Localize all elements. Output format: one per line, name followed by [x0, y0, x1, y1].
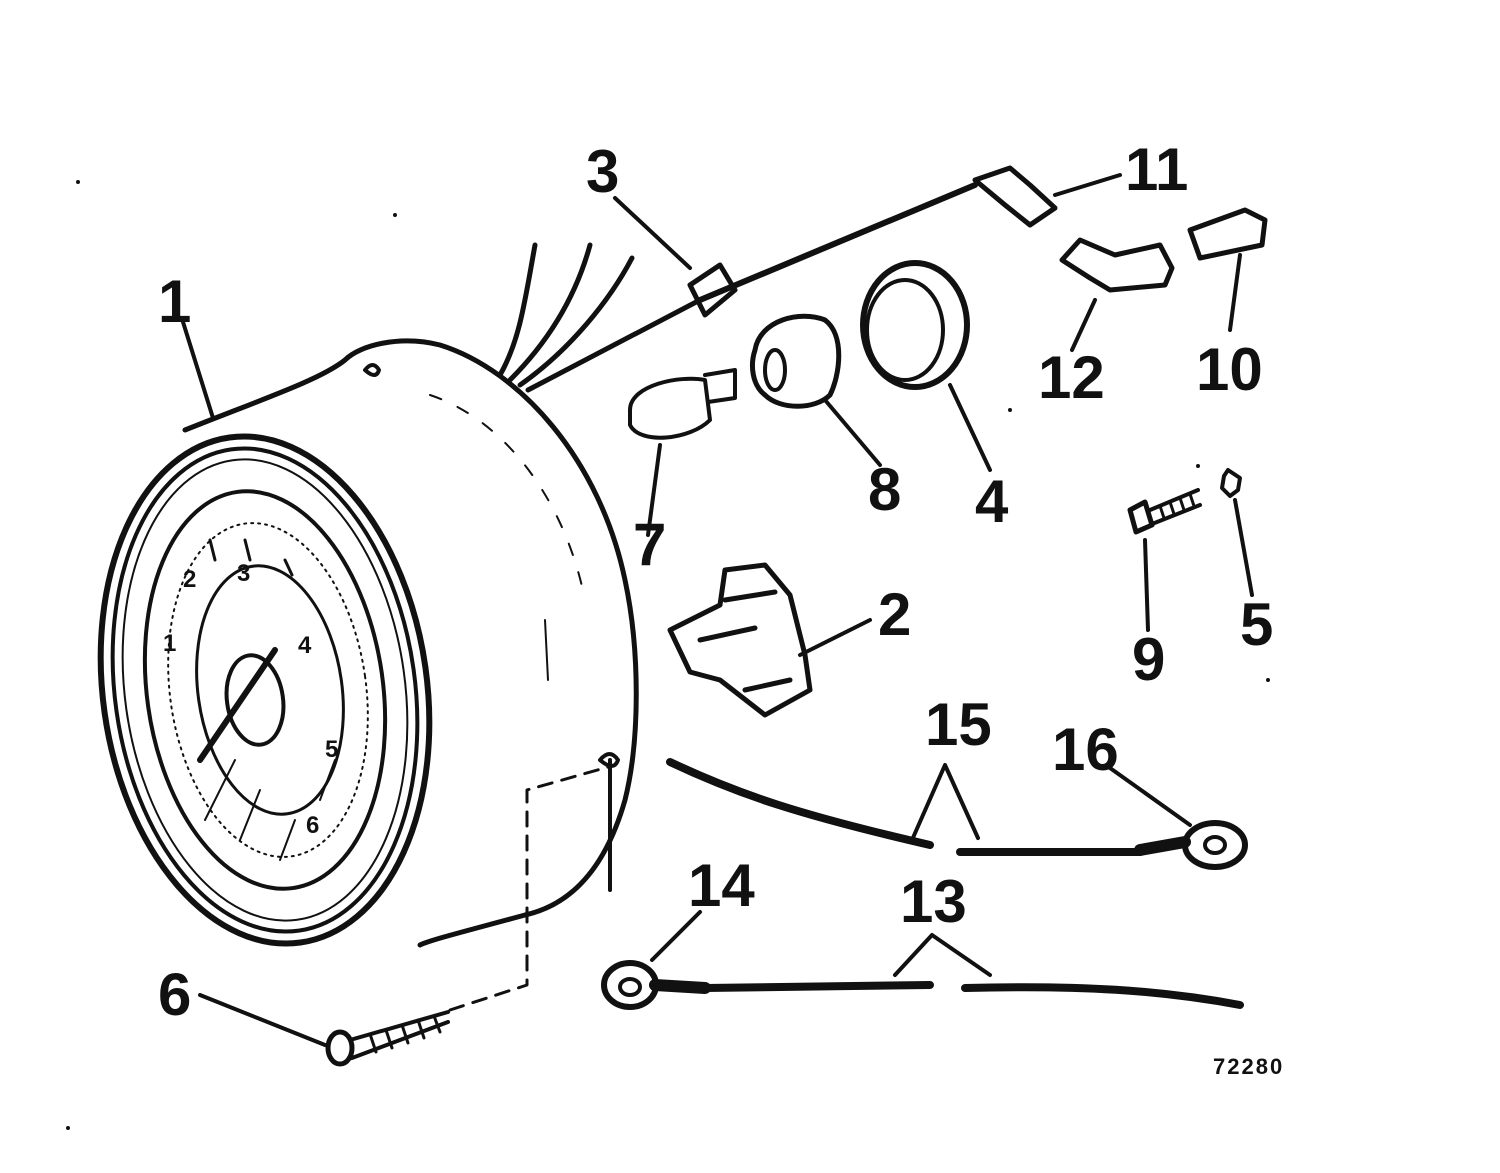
- callout-7: 7: [633, 511, 667, 578]
- leader-4: [948, 383, 992, 472]
- wire-bundle: [497, 242, 703, 393]
- leader-15: [910, 763, 980, 842]
- callout-1: 1: [158, 268, 192, 335]
- leader-11: [1053, 173, 1122, 197]
- mounting-screw: [325, 1010, 450, 1067]
- callout-2: 2: [878, 581, 912, 648]
- dial-numeral: 2: [183, 566, 197, 593]
- mounting-bracket: [667, 562, 813, 718]
- leader-3: [613, 196, 692, 270]
- lamp-bulb: [628, 368, 737, 440]
- gauge-housing: [97, 338, 639, 948]
- leader-lines: [181, 173, 1254, 1047]
- leader-12: [1070, 298, 1097, 352]
- screw: [1127, 488, 1202, 535]
- terminal-clip: [1059, 237, 1175, 293]
- leader-5: [1233, 498, 1254, 597]
- dial-numeral: 1: [163, 630, 177, 657]
- lock-washer: [1220, 468, 1242, 498]
- scan-specks: [66, 180, 1270, 1130]
- callout-13: 13: [900, 868, 967, 935]
- callout-10: 10: [1196, 336, 1263, 403]
- ground-wire-upper: [666, 758, 1248, 870]
- callout-3: 3: [586, 138, 620, 205]
- dial-numeral: 4: [298, 632, 312, 659]
- callout-6: 6: [158, 961, 192, 1028]
- installation-dashed-line: [448, 763, 617, 1012]
- callout-9: 9: [1132, 626, 1166, 693]
- callout-8: 8: [868, 456, 902, 523]
- dial-numeral: 3: [237, 560, 251, 587]
- callout-11: 11: [1125, 136, 1189, 203]
- leader-16: [1108, 766, 1192, 827]
- lens-cap: [860, 260, 970, 390]
- ring-terminal: [1187, 207, 1268, 261]
- leader-8: [823, 398, 882, 467]
- leader-6: [198, 993, 327, 1047]
- reference-number: 72280: [1213, 1054, 1285, 1079]
- leader-10: [1228, 253, 1242, 332]
- leader-7: [646, 443, 662, 537]
- leader-2: [798, 618, 872, 657]
- dial-numeral: 5: [325, 736, 339, 763]
- leader-14: [650, 910, 702, 962]
- lamp-socket: [750, 313, 842, 409]
- ground-wire-lower: [601, 960, 1244, 1010]
- leader-1: [181, 320, 215, 420]
- callout-12: 12: [1038, 344, 1105, 411]
- callout-15: 15: [925, 691, 992, 758]
- dial-numeral: 6: [306, 812, 320, 839]
- callout-16: 16: [1052, 716, 1119, 783]
- callout-5: 5: [1240, 591, 1274, 658]
- callout-4: 4: [975, 468, 1009, 535]
- leader-9: [1143, 538, 1150, 632]
- callout-14: 14: [688, 852, 755, 919]
- lead-wire-assembly: [687, 165, 1058, 318]
- leader-13: [893, 933, 992, 977]
